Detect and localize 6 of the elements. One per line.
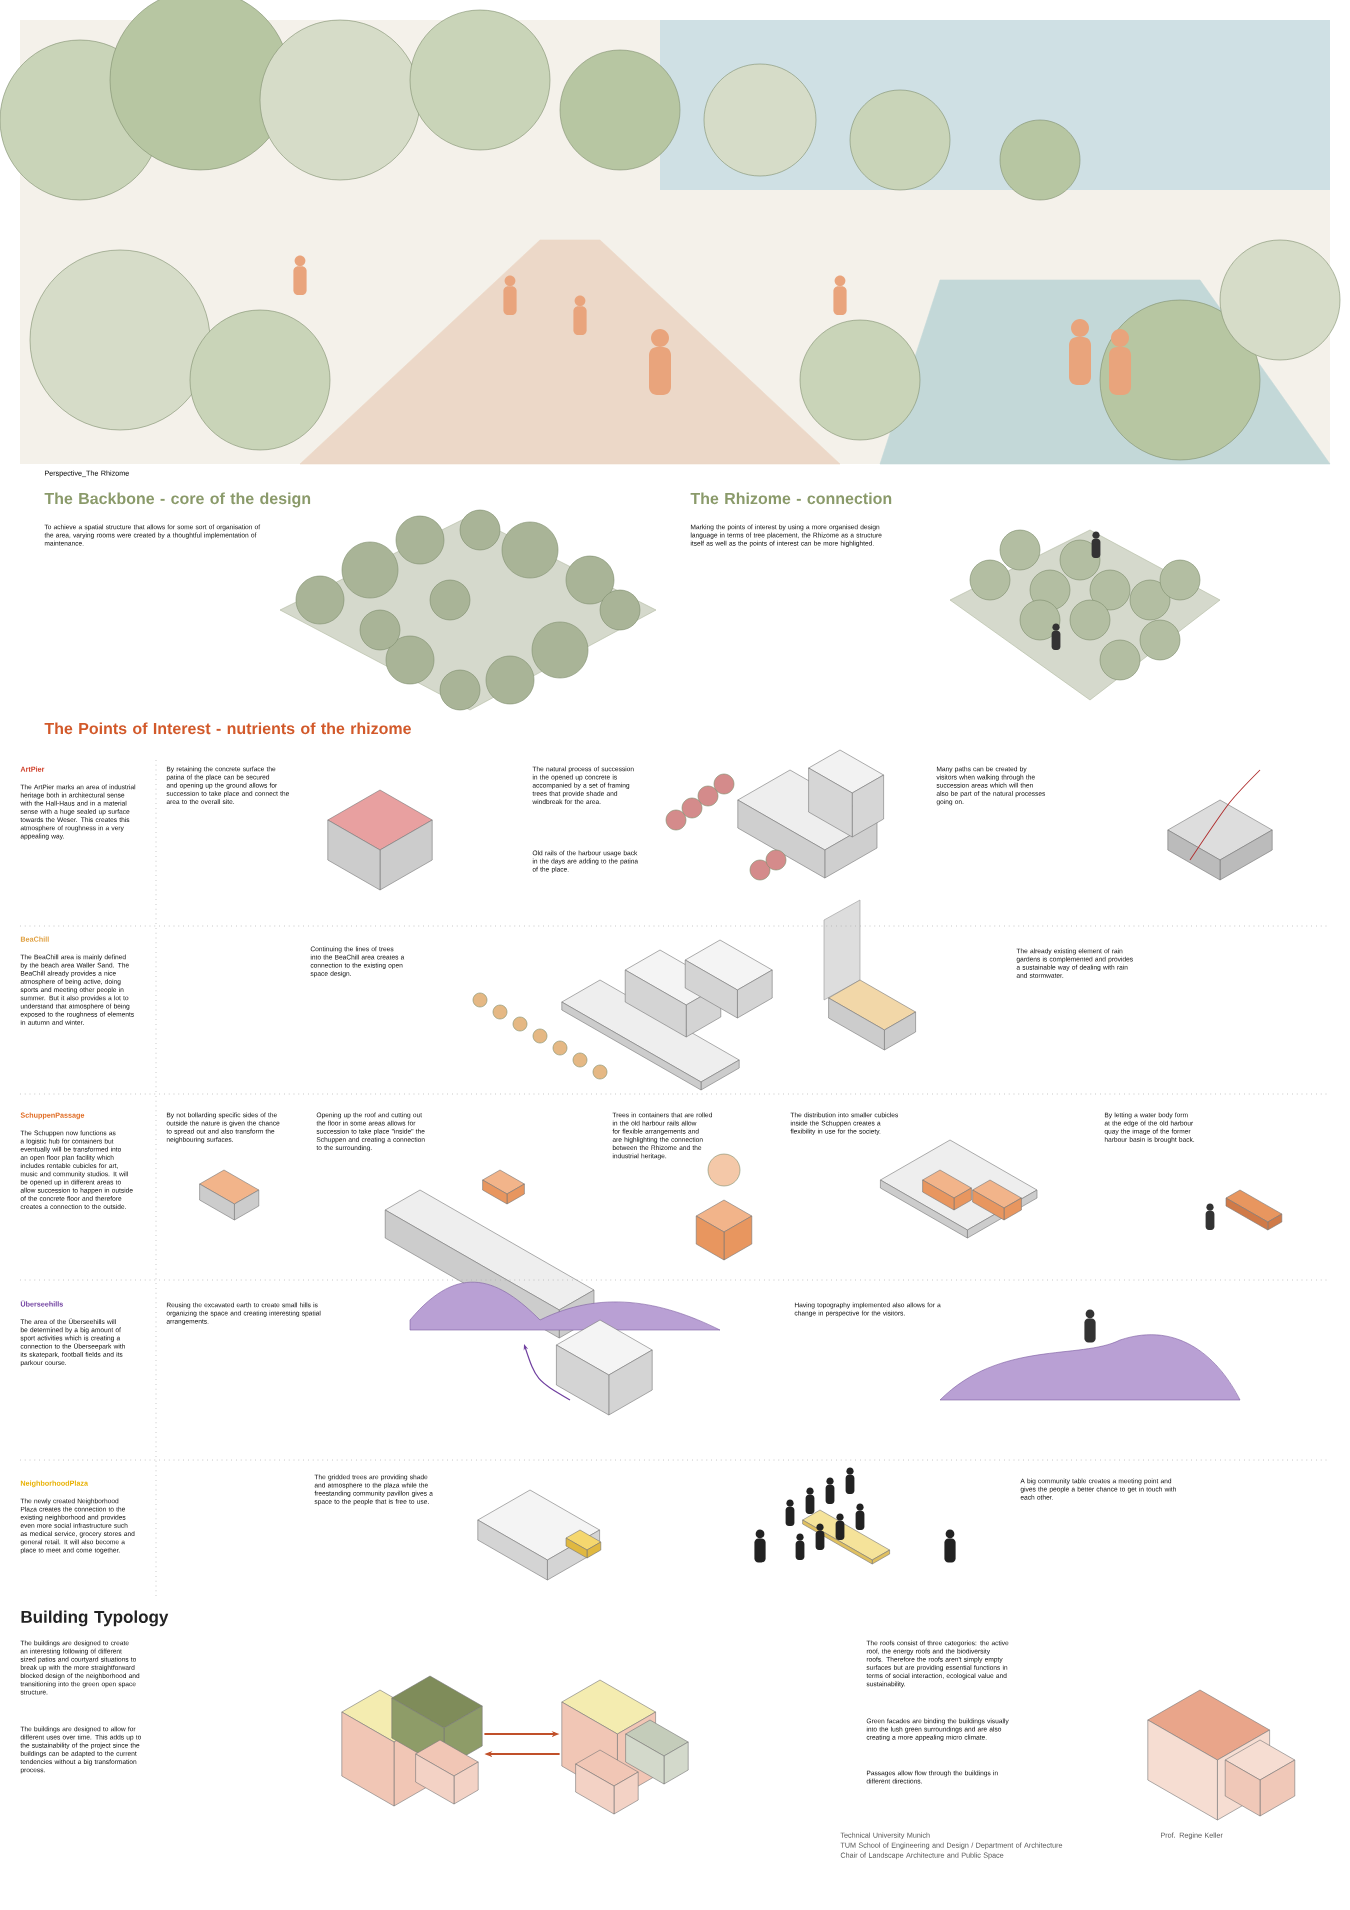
building-drawing	[561, 1679, 689, 1815]
heading: Building Typology	[21, 1610, 169, 1627]
heading: The Rhizome - connection	[690, 492, 892, 505]
heading: The Backbone - core of the design	[44, 492, 311, 508]
heading: The Points of Interest - nutrients of the rhizome	[44, 722, 411, 735]
building-drawing	[341, 1675, 483, 1807]
